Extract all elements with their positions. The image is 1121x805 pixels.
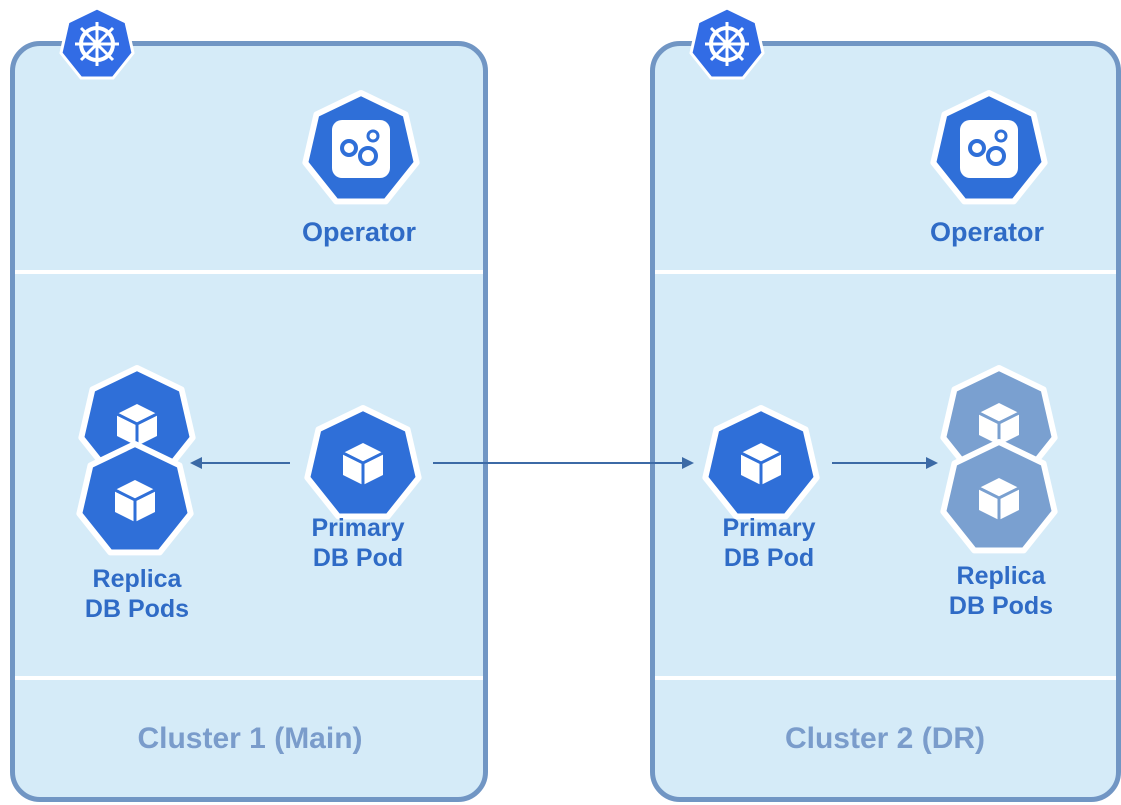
replica-pod-icon: [943, 368, 1054, 477]
operator-gears-icon: [305, 93, 416, 202]
cluster-1-divider-top: [15, 270, 483, 274]
kubernetes-helm-icon: [689, 6, 765, 80]
primary-pod-label-line2: DB Pod: [723, 544, 815, 572]
replica-pods-label-line1: Replica: [92, 565, 182, 593]
primary-pod-label: Primary DB Pod: [669, 513, 869, 573]
replica-pods-label-line1: Replica: [956, 562, 1046, 590]
primary-pod-label-line1: Primary: [722, 514, 816, 542]
cluster-1-divider-bottom: [15, 676, 483, 680]
replica-pods-label: Replica DB Pods: [37, 564, 237, 624]
operator-label: Operator: [929, 217, 1045, 247]
primary-pod-label-line2: DB Pod: [312, 544, 404, 572]
primary-pod-icon: [705, 408, 816, 517]
replica-pod-icon: [943, 442, 1054, 551]
replica-pods-label: Replica DB Pods: [901, 561, 1101, 621]
primary-pod-label-line1: Primary: [311, 514, 405, 542]
primary-pod-label: Primary DB Pod: [258, 513, 458, 573]
kubernetes-helm-icon: [59, 6, 135, 80]
replica-pods-label-line2: DB Pods: [84, 595, 190, 623]
replica-pods-label-line2: DB Pods: [948, 592, 1054, 620]
cluster-title: Cluster 1 (Main): [137, 722, 363, 755]
cluster-2-divider-top: [655, 270, 1116, 274]
operator-gears-icon: [933, 93, 1044, 202]
operator-label: Operator: [301, 217, 417, 247]
replica-pod-icon: [79, 444, 190, 553]
primary-pod-icon: [307, 408, 418, 517]
cluster-2-divider-bottom: [655, 676, 1116, 680]
cluster-title: Cluster 2 (DR): [784, 722, 986, 755]
